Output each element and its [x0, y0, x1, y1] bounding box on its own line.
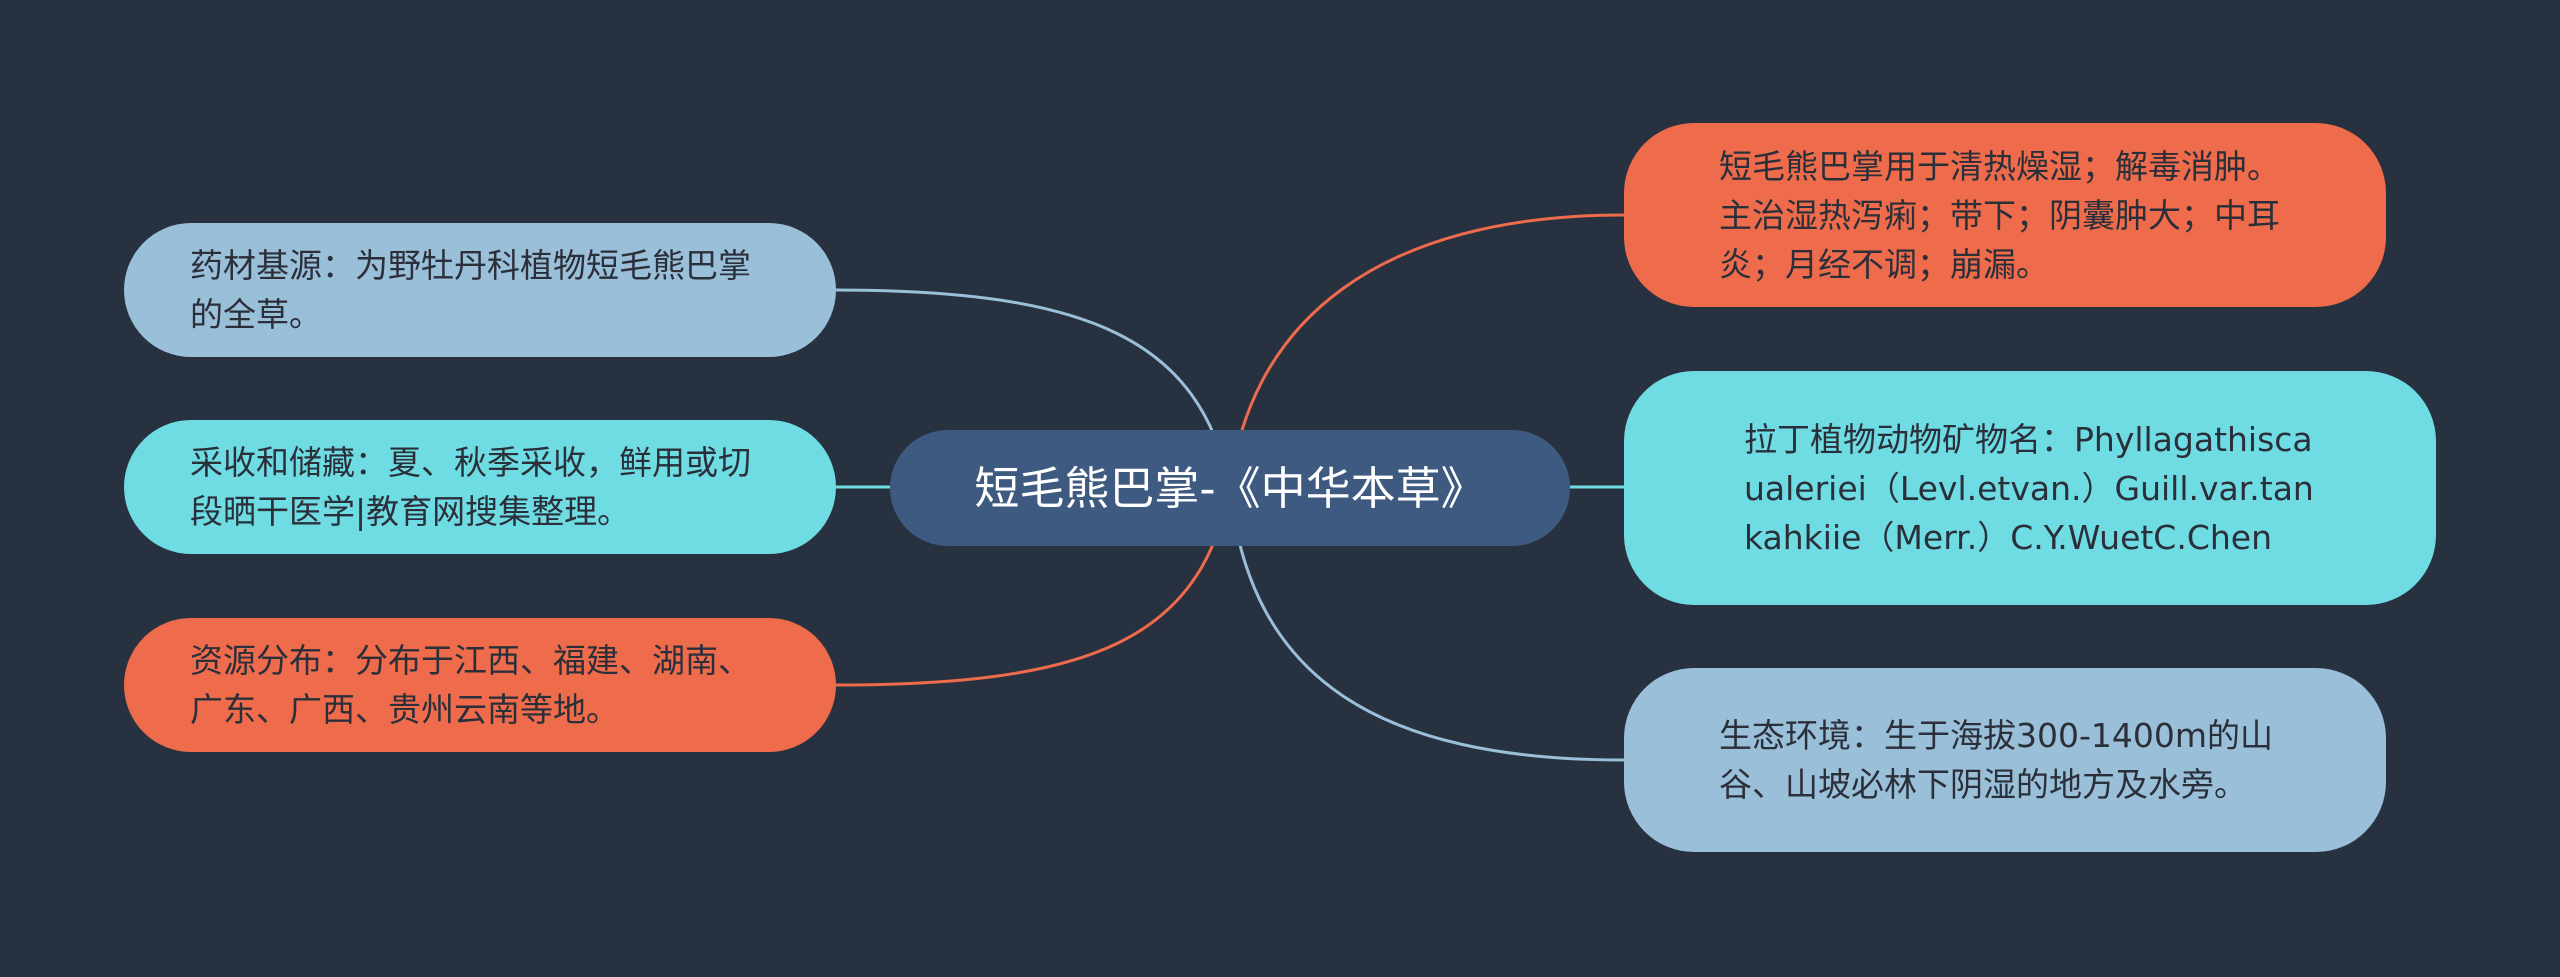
node-latin-name[interactable]: 拉丁植物动物矿物名：Phyllagathiscaualeriei（Levl.et…	[1624, 371, 2436, 605]
node-distribution[interactable]: 资源分布：分布于江西、福建、湖南、广东、广西、贵州云南等地。	[124, 618, 836, 752]
node-usage-text: 短毛熊巴掌用于清热燥湿；解毒消肿。主治湿热泻痢；带下；阴囊肿大；中耳炎；月经不调…	[1719, 146, 2280, 284]
central-topic-label: 短毛熊巴掌-《中华本草》	[974, 461, 1486, 515]
central-topic[interactable]: 短毛熊巴掌-《中华本草》	[890, 430, 1570, 546]
node-harvest-storage-text: 采收和储藏：夏、秋季采收，鲜用或切段晒干医学|教育网搜集整理。	[190, 443, 751, 531]
node-usage[interactable]: 短毛熊巴掌用于清热燥湿；解毒消肿。主治湿热泻痢；带下；阴囊肿大；中耳炎；月经不调…	[1624, 123, 2386, 307]
node-harvest-storage[interactable]: 采收和储藏：夏、秋季采收，鲜用或切段晒干医学|教育网搜集整理。	[124, 420, 836, 554]
node-source-text: 药材基源：为野牡丹科植物短毛熊巴掌的全草。	[190, 246, 751, 334]
node-source[interactable]: 药材基源：为野牡丹科植物短毛熊巴掌的全草。	[124, 223, 836, 357]
connector-right1	[1228, 213, 1625, 489]
node-habitat-text: 生态环境：生于海拔300-1400m的山谷、山坡必林下阴湿的地方及水旁。	[1719, 716, 2274, 804]
connector-right3	[1228, 487, 1625, 762]
node-habitat[interactable]: 生态环境：生于海拔300-1400m的山谷、山坡必林下阴湿的地方及水旁。	[1624, 668, 2386, 852]
node-latin-name-text: 拉丁植物动物矿物名：Phyllagathiscaualeriei（Levl.et…	[1744, 419, 2314, 557]
node-distribution-text: 资源分布：分布于江西、福建、湖南、广东、广西、贵州云南等地。	[190, 641, 751, 729]
